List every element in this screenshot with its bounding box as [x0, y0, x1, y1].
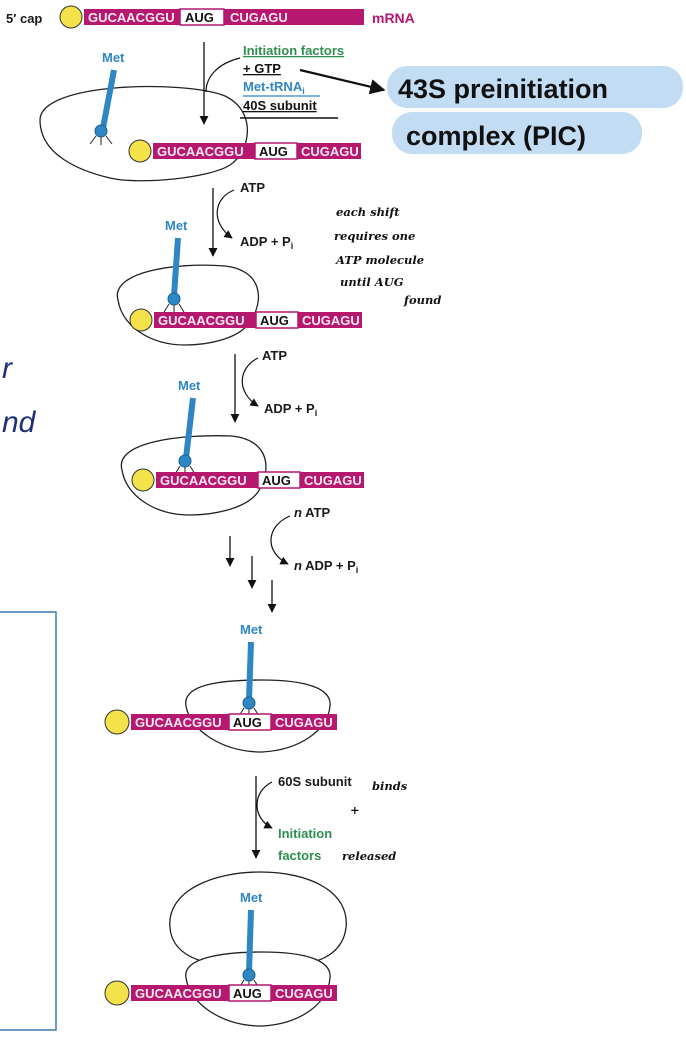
mrna-seq-left-1: GUCAACGGU — [157, 144, 244, 159]
start-codon-recognized-complex: Met GUCAACGGU AUG CUGAGU — [104, 622, 337, 753]
met-label-3: Met — [178, 378, 201, 393]
trna-anticodon-2 — [167, 292, 181, 306]
mrna-cap-4 — [104, 709, 130, 735]
trna-anticodon-5 — [242, 968, 256, 982]
met-label-1: Met — [102, 50, 125, 65]
trna-stem-3 — [183, 397, 196, 459]
forty-s-subunit-label: 40S subunit — [243, 98, 317, 113]
trna-stem-4 — [246, 641, 254, 701]
five-prime-cap-label: 5′ cap — [6, 11, 42, 26]
mrna-cap-5 — [104, 980, 130, 1006]
mrna-seq-left-4: GUCAACGGU — [135, 715, 222, 730]
mrna-cap-1 — [128, 139, 152, 163]
sidebar-fragment-nd: nd — [2, 406, 37, 439]
handnote-line3: ATP molecule — [335, 253, 424, 267]
small-subunit-1 — [39, 85, 248, 182]
callout-line1: 43S preinitiation — [398, 74, 608, 104]
scanning-complex-1: Met GUCAACGGU AUG CUGAGU — [116, 218, 362, 346]
mrna-cap-2 — [129, 308, 153, 332]
start-codon: AUG — [185, 10, 214, 25]
callout-bg-line1 — [387, 66, 683, 108]
start-codon-box-4 — [228, 713, 272, 731]
start-codon-5: AUG — [233, 986, 262, 1001]
sidebar-frame — [0, 611, 57, 1031]
handnote-line5: found — [403, 293, 441, 307]
scan-a-curve — [216, 189, 235, 239]
scan-b-atp: ATP — [262, 348, 287, 363]
handwritten-note: each shift requires one ATP molecule unt… — [334, 205, 441, 307]
initiation-factors-label: Initiation factors — [243, 43, 344, 58]
handnote-line4: until AUG — [340, 275, 404, 289]
start-codon-box-1 — [254, 142, 298, 160]
anticodon-legs-1 — [89, 135, 113, 145]
scan-a-atp: ATP — [240, 180, 265, 195]
start-codon-box — [179, 8, 225, 26]
sixty-s-subunit-label: 60S subunit — [278, 774, 352, 789]
met-trna-label: Met-tRNAi — [243, 79, 305, 96]
scan-n-atp: n ATP — [294, 505, 330, 520]
gtp-label: + GTP — [243, 61, 281, 76]
mrna-seq-right: CUGAGU — [230, 10, 288, 25]
mrna-seq-right-1: CUGAGU — [301, 144, 359, 159]
callout-arrow — [299, 68, 386, 95]
scan-a-adp: ADP + Pi — [240, 234, 293, 251]
start-codon-box-2 — [255, 311, 299, 329]
mrna-seq-left-5: GUCAACGGU — [135, 986, 222, 1001]
handnote-line2: requires one — [334, 229, 415, 243]
eighty-s-initiation-complex: Met GUCAACGGU AUG CUGAGU — [104, 871, 347, 1027]
trna-stem-1 — [100, 69, 117, 129]
mrna-cap — [59, 5, 83, 29]
scanning-complex-2: Met GUCAACGGU AUG CUGAGU — [120, 378, 364, 516]
initiation-factors-released-line2: factors — [278, 848, 321, 863]
start-codon-3: AUG — [262, 473, 291, 488]
met-label-4: Met — [240, 622, 263, 637]
scan-n-adp: n ADP + Pi — [294, 558, 358, 575]
step1-curve — [205, 57, 241, 93]
mrna-seq-left-3: GUCAACGGU — [160, 473, 247, 488]
mrna-seq-right-3: CUGAGU — [304, 473, 362, 488]
mrna-label: mRNA — [372, 10, 415, 26]
met-label-5: Met — [240, 890, 263, 905]
small-subunit-2 — [116, 264, 259, 346]
mrna-seq-right-5: CUGAGU — [275, 986, 333, 1001]
released-note: released — [342, 849, 396, 863]
final-curve — [256, 781, 273, 829]
mrna-seq-left: GUCAACGGU — [88, 10, 175, 25]
binds-note: binds — [372, 779, 408, 793]
scan-b-adp: ADP + Pi — [264, 401, 317, 418]
start-codon-2: AUG — [260, 313, 289, 328]
trna-anticodon-1 — [94, 124, 108, 138]
start-codon-box-5 — [228, 984, 272, 1002]
plus-note: + — [350, 803, 360, 817]
start-codon-1: AUG — [259, 144, 288, 159]
trna-stem-5 — [246, 909, 254, 973]
initiation-factors-released-line1: Initiation — [278, 826, 332, 841]
trna-anticodon-4 — [242, 696, 256, 710]
step1-complex: Met GUCAACGGU AUG CUGAGU — [39, 50, 361, 182]
mrna-seq-right-2: CUGAGU — [302, 313, 360, 328]
large-subunit-5 — [169, 871, 347, 965]
callout-bg-line2 — [392, 112, 642, 154]
sidebar-fragment-r: r — [2, 352, 13, 385]
trna-anticodon-3 — [178, 454, 192, 468]
mrna-seq-right-4: CUGAGU — [275, 715, 333, 730]
start-codon-box-3 — [257, 471, 301, 489]
scan-b-curve — [241, 357, 259, 407]
top-mrna: 5′ cap GUCAACGGU AUG CUGAGU mRNA — [6, 5, 415, 29]
met-label-2: Met — [165, 218, 188, 233]
mrna-seq-left-2: GUCAACGGU — [158, 313, 245, 328]
handnote-line1: each shift — [336, 205, 400, 219]
mrna-cap-3 — [131, 468, 155, 492]
scan-n-curve — [270, 515, 291, 565]
anticodon-legs-2 — [163, 303, 185, 313]
trna-stem-2 — [171, 237, 181, 297]
callout-line2: complex (PIC) — [406, 121, 586, 151]
start-codon-4: AUG — [233, 715, 262, 730]
